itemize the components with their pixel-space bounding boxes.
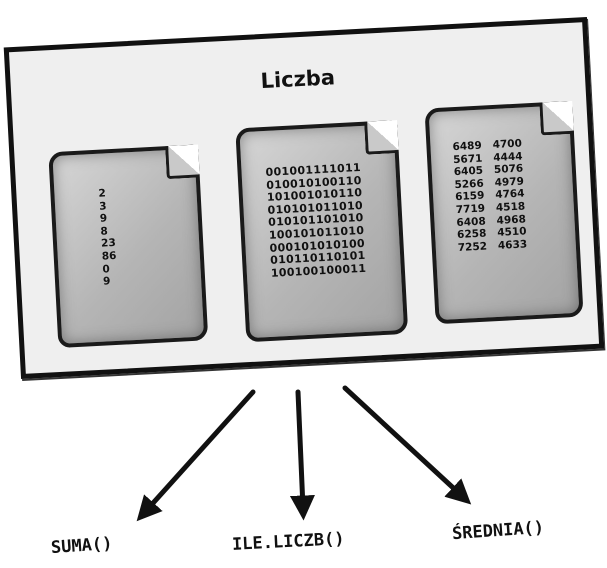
arrow-to-ile-liczb: [289, 389, 315, 521]
function-label-suma: SUMA(): [50, 533, 114, 559]
arrow-to-srednia: [342, 385, 472, 505]
arrow-to-suma: [136, 389, 256, 522]
